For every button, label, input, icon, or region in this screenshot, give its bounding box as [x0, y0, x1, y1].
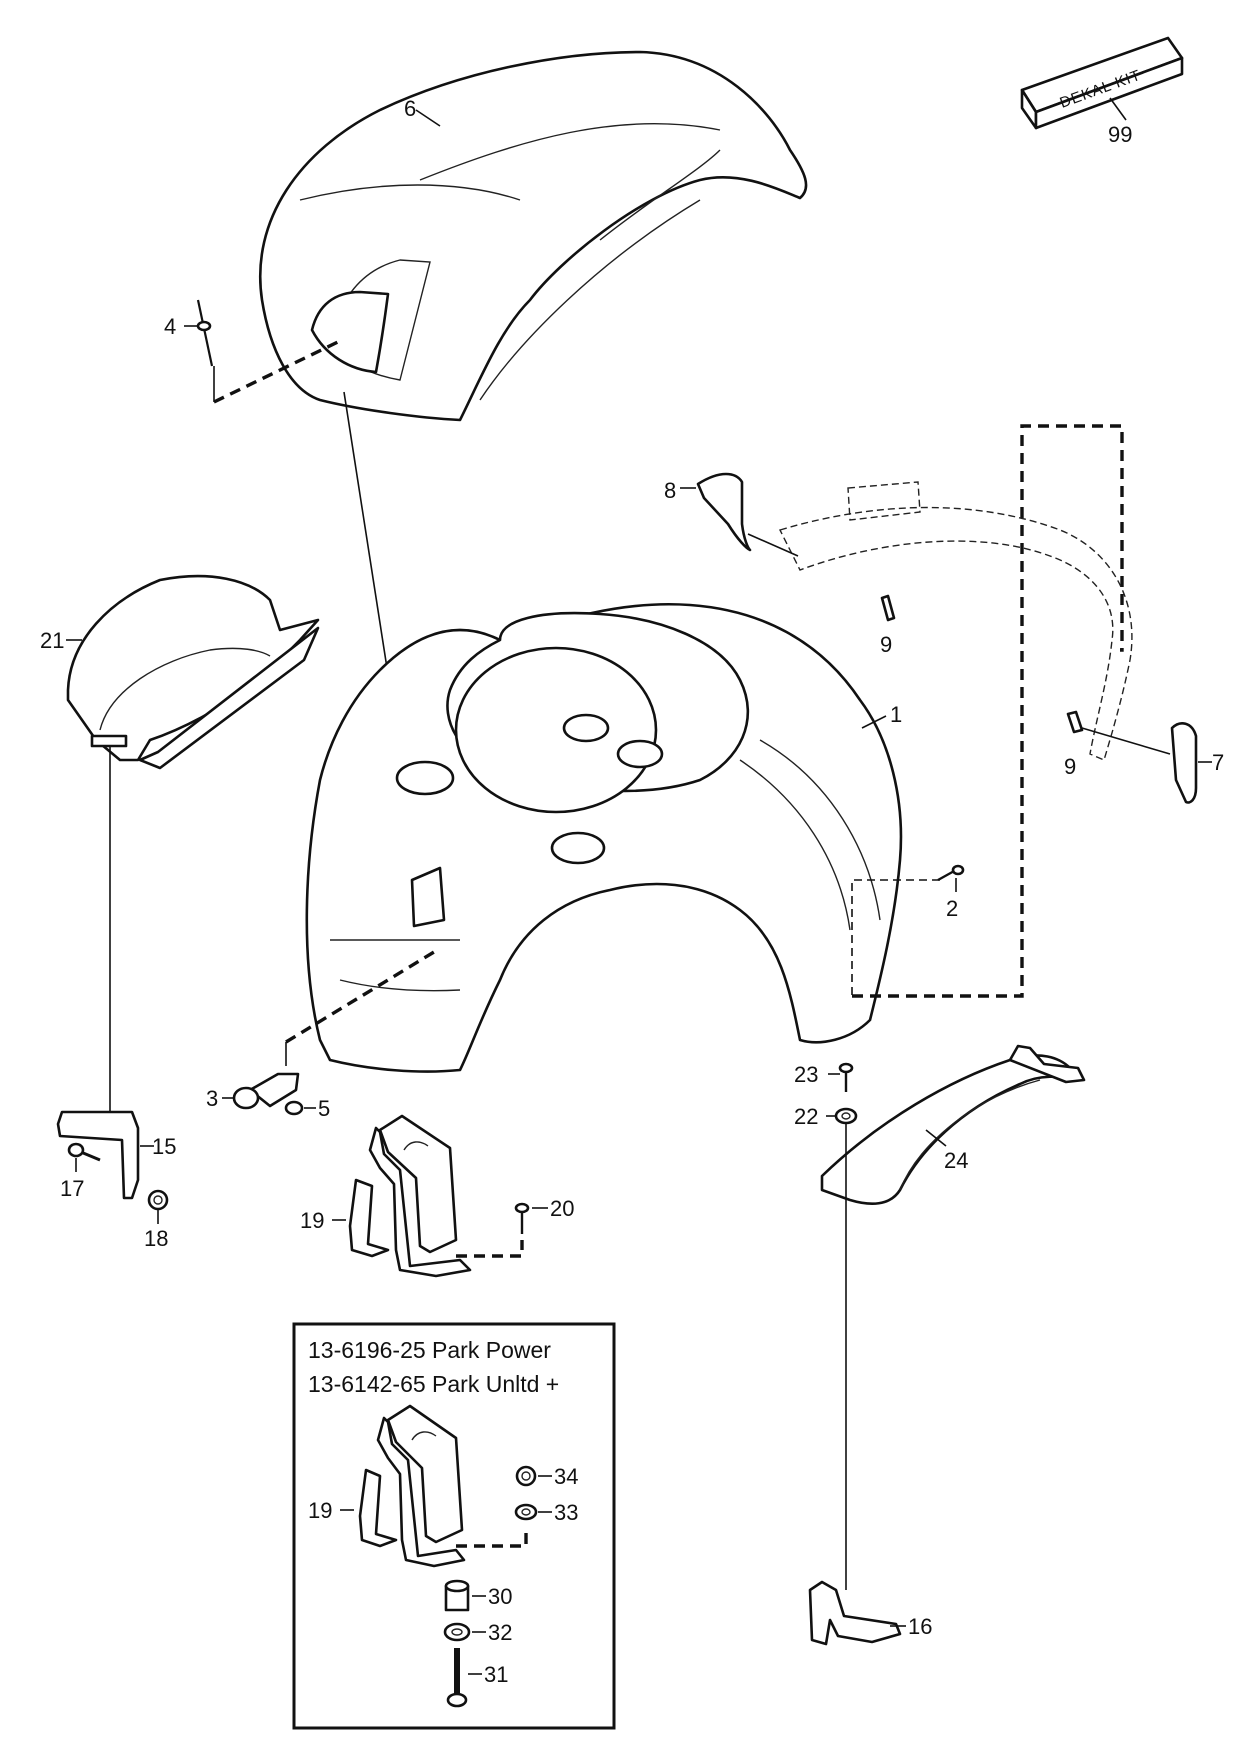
callout-32: 32	[488, 1620, 512, 1645]
bracket-15	[56, 1110, 140, 1200]
callout-99: 99	[1108, 122, 1132, 147]
callout-22: 22	[794, 1104, 818, 1129]
nut-34	[515, 1465, 537, 1487]
inset-model-line-2: 13-6142-65 Park Unltd +	[308, 1371, 559, 1397]
clip-9-upper	[880, 594, 896, 622]
inset-variant-box: 13-6196-25 Park Power 13-6142-65 Park Un…	[292, 1322, 616, 1730]
callout-19: 19	[300, 1208, 324, 1233]
main-fender-body	[305, 602, 903, 1073]
side-cover-21	[66, 574, 320, 770]
screw-2	[937, 864, 965, 882]
callout-23: 23	[794, 1062, 818, 1087]
callout-18: 18	[144, 1226, 168, 1251]
callout-30: 30	[488, 1584, 512, 1609]
callout-2: 2	[946, 896, 958, 921]
bumper-bracket	[779, 481, 1133, 761]
clip-9-lower	[1066, 710, 1084, 734]
bracket-19	[348, 1114, 472, 1278]
callout-15: 15	[152, 1134, 176, 1159]
callout-3: 3	[206, 1086, 218, 1111]
trim-piece-7	[1170, 722, 1198, 804]
bolt-31	[446, 1648, 468, 1708]
screw-20	[514, 1202, 530, 1234]
push-pin-4	[196, 299, 214, 367]
callout-7: 7	[1212, 750, 1224, 775]
callout-16: 16	[908, 1614, 932, 1639]
callout-6: 6	[404, 96, 416, 121]
callout-17: 17	[60, 1176, 84, 1201]
callout-8: 8	[664, 478, 676, 503]
bracket-16	[808, 1580, 902, 1646]
callout-34: 34	[554, 1464, 578, 1489]
callout-20: 20	[550, 1196, 574, 1221]
callout-31: 31	[484, 1662, 508, 1687]
washer-5	[284, 1100, 304, 1116]
pin-3	[232, 1072, 300, 1110]
washer-22	[834, 1107, 858, 1125]
bracket-19-inset	[358, 1404, 466, 1568]
callout-21: 21	[40, 628, 64, 653]
callout-19-inset: 19	[308, 1498, 332, 1523]
nut-18	[147, 1189, 169, 1211]
decal-kit-box: DEKAL KIT	[1020, 36, 1184, 130]
washer-33	[514, 1503, 538, 1521]
callout-4: 4	[164, 314, 176, 339]
trim-piece-8	[696, 472, 752, 552]
spacer-30	[444, 1579, 470, 1612]
inset-model-line-1: 13-6196-25 Park Power	[308, 1337, 551, 1363]
callout-33: 33	[554, 1500, 578, 1525]
fender-flap-24	[820, 1044, 1086, 1205]
callout-1: 1	[890, 702, 902, 727]
hood-cover	[258, 50, 808, 422]
flange-nut-32	[443, 1622, 471, 1642]
callout-9-lower: 9	[1064, 754, 1076, 779]
screw-23	[838, 1062, 854, 1092]
callout-24: 24	[944, 1148, 968, 1173]
bolt-17	[67, 1142, 101, 1162]
callout-5: 5	[318, 1096, 330, 1121]
callout-9-upper: 9	[880, 632, 892, 657]
